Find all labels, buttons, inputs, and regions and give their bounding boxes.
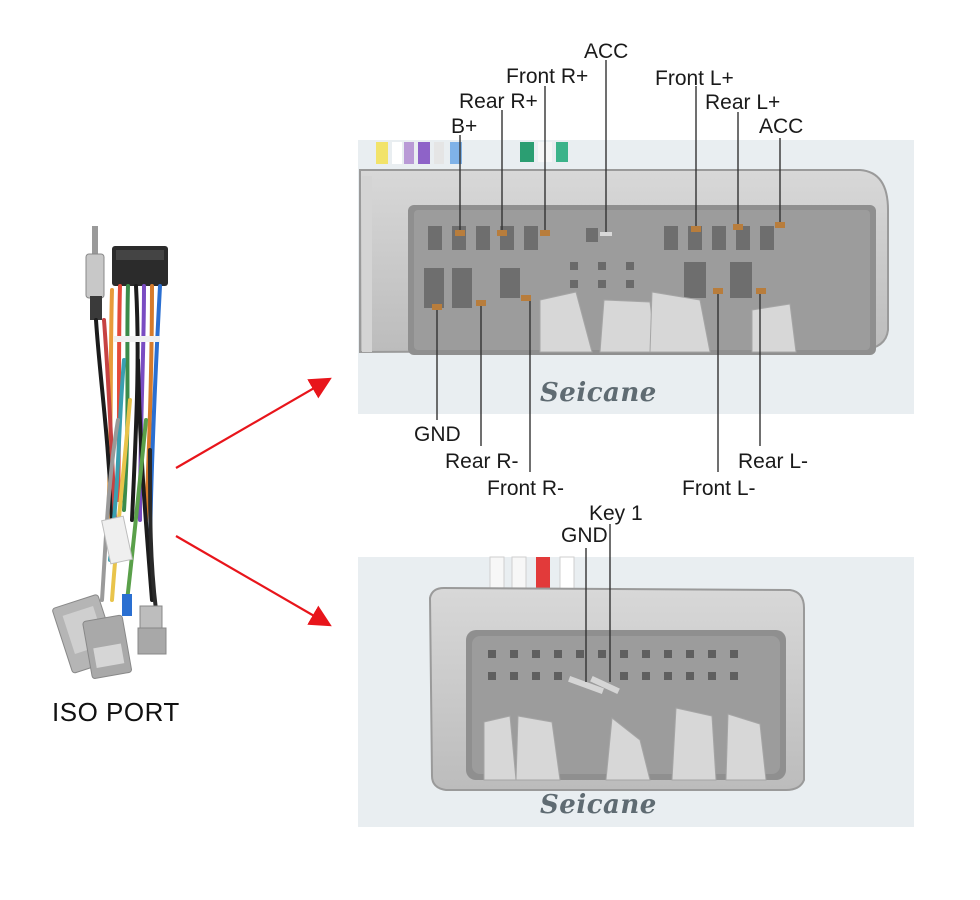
label-front-l-minus: Front L- xyxy=(682,477,756,500)
label-front-l-plus: Front L+ xyxy=(655,67,734,90)
label-gnd-top: GND xyxy=(414,423,461,446)
wiring-harness-illustration xyxy=(52,226,168,679)
iso-port-caption: ISO PORT xyxy=(52,697,180,727)
label-key-1: Key 1 xyxy=(589,502,643,525)
watermark-bottom: Seicane xyxy=(540,790,657,820)
bottom-leader-lines xyxy=(585,524,611,682)
top-connector-photo xyxy=(358,140,914,414)
arrow-to-top-connector xyxy=(175,377,332,469)
top-leader-lines xyxy=(436,60,781,472)
label-front-r-minus: Front R- xyxy=(487,477,565,500)
watermark-top: Seicane xyxy=(540,378,657,408)
label-rear-l-minus: Rear L- xyxy=(738,450,809,473)
label-rear-r-minus: Rear R- xyxy=(445,450,519,473)
label-acc-center: ACC xyxy=(584,40,629,63)
label-b-plus: B+ xyxy=(451,115,478,138)
label-front-r-plus: Front R+ xyxy=(506,65,589,88)
bottom-connector-photo xyxy=(358,556,914,827)
label-rear-l-plus: Rear L+ xyxy=(705,91,781,114)
label-acc-right: ACC xyxy=(759,115,804,138)
arrow-to-bottom-connector xyxy=(175,535,332,627)
label-gnd-bottom: GND xyxy=(561,524,608,547)
label-rear-r-plus: Rear R+ xyxy=(459,90,538,113)
